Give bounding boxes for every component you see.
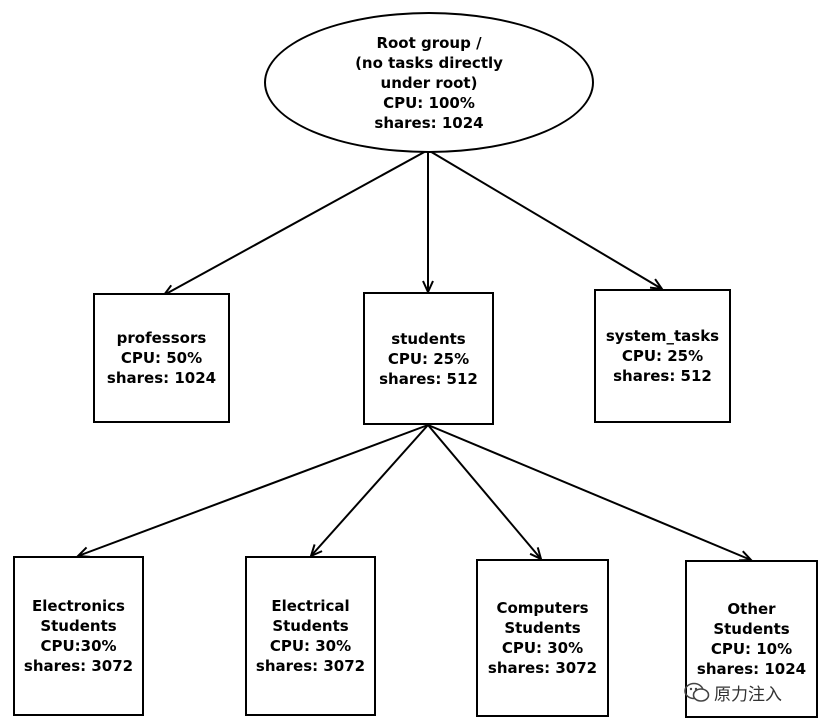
edge-students-computers xyxy=(427,424,541,559)
root-group-node: Root group / (no tasks directly under ro… xyxy=(264,12,594,153)
electronics-students: Students xyxy=(40,617,117,635)
computers-students-node: Computers Students CPU: 30% shares: 3072 xyxy=(476,559,609,717)
professors-shares: shares: 1024 xyxy=(106,369,217,387)
electrical-students-node: Electrical Students CPU: 30% shares: 307… xyxy=(245,556,376,716)
computers-name: Computers xyxy=(496,599,589,617)
watermark: 原力注入 xyxy=(684,680,782,705)
electronics-students-node: Electronics Students CPU:30% shares: 307… xyxy=(13,556,144,716)
students-shares: shares: 512 xyxy=(379,369,478,388)
computers-cpu: CPU: 30% xyxy=(501,639,584,657)
system-tasks-name: system_tasks xyxy=(605,327,720,345)
electronics-shares: shares: 3072 xyxy=(23,657,134,675)
professors-node: professors CPU: 50% shares: 1024 xyxy=(93,293,230,423)
other-students: Students xyxy=(713,620,790,638)
electronics-cpu: CPU:30% xyxy=(40,637,117,655)
wechat-icon xyxy=(684,682,710,702)
watermark-text: 原力注入 xyxy=(714,685,782,705)
system-tasks-node: system_tasks CPU: 25% shares: 512 xyxy=(594,289,731,423)
other-cpu: CPU: 10% xyxy=(710,640,793,658)
other-shares: shares: 1024 xyxy=(696,660,807,678)
students-name: students xyxy=(391,329,466,348)
edge-students-electrical xyxy=(311,424,429,556)
electrical-name: Electrical xyxy=(271,597,350,615)
professors-cpu: CPU: 50% xyxy=(120,349,203,367)
computers-students: Students xyxy=(504,619,581,637)
professors-name: professors xyxy=(116,329,207,347)
edge-root-professors xyxy=(164,149,429,295)
electrical-students: Students xyxy=(272,617,349,635)
students-node: students CPU: 25% shares: 512 xyxy=(363,292,494,425)
edge-students-other xyxy=(427,424,751,560)
root-line-2: (no tasks directly xyxy=(355,53,503,72)
edge-root-system-tasks xyxy=(427,149,662,289)
other-name: Other xyxy=(727,600,776,618)
root-line-1: Root group / xyxy=(376,33,482,52)
electrical-cpu: CPU: 30% xyxy=(269,637,352,655)
other-students-node: Other Students CPU: 10% shares: 1024 xyxy=(685,560,818,718)
electrical-shares: shares: 3072 xyxy=(255,657,366,675)
system-tasks-shares: shares: 512 xyxy=(613,367,712,385)
computers-shares: shares: 3072 xyxy=(487,659,598,677)
root-line-3: under root) xyxy=(380,73,478,92)
electronics-name: Electronics xyxy=(32,597,125,615)
edge-students-electronics xyxy=(78,424,429,556)
root-shares: shares: 1024 xyxy=(374,113,484,132)
root-cpu: CPU: 100% xyxy=(383,93,475,112)
system-tasks-cpu: CPU: 25% xyxy=(621,347,704,365)
students-cpu: CPU: 25% xyxy=(387,349,470,368)
